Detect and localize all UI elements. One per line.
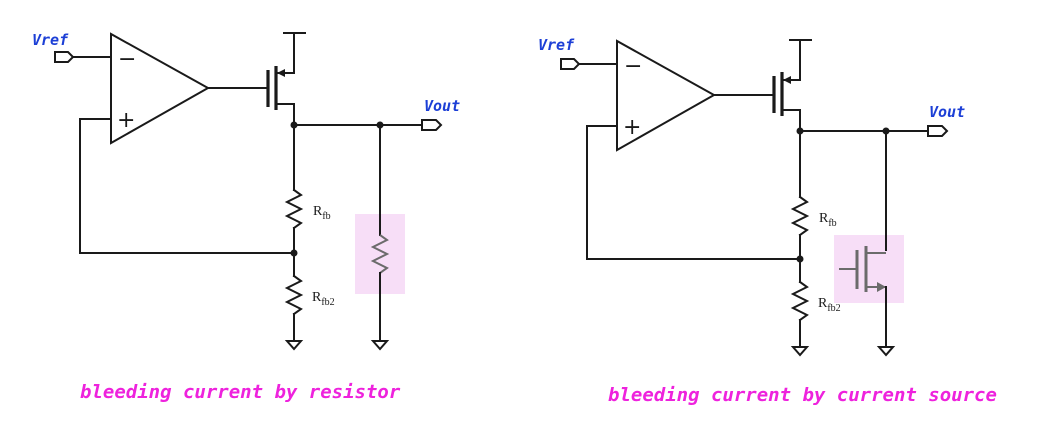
rfb2-label: Rfb2: [312, 290, 335, 308]
opamp-minus: −: [624, 54, 642, 79]
opamp-plus: +: [623, 115, 641, 140]
bleed-resistor-icon: [370, 234, 390, 274]
vout-port-icon: [421, 119, 443, 131]
right-circuit: Vref − + Vout Rfb: [538, 36, 997, 406]
opamp-icon: [616, 39, 717, 152]
vref-port-icon: [54, 51, 75, 63]
caption-left: bleeding current by resistor: [80, 381, 401, 403]
nmos-current-source-icon: [839, 246, 886, 292]
opamp-plus: +: [117, 108, 135, 133]
opamp-icon: [110, 32, 211, 145]
vref-label: Vref: [32, 31, 69, 49]
ground-icon: [876, 346, 896, 357]
feedback-wire: [79, 118, 295, 254]
rfb2-label: Rfb2: [818, 296, 841, 314]
rfb2-resistor-icon: [284, 252, 304, 342]
vout-label: Vout: [424, 97, 460, 115]
rfb-label: Rfb: [313, 204, 331, 222]
left-circuit: Vref − + Vout Rf: [32, 31, 460, 403]
rfb-resistor-icon: [284, 124, 304, 254]
vout-port-icon: [927, 125, 949, 137]
ground-icon: [284, 340, 304, 351]
rfb-resistor-icon: [790, 130, 810, 260]
rfb-label: Rfb: [819, 211, 837, 229]
opamp-minus: −: [118, 47, 136, 72]
rfb2-resistor-icon: [790, 258, 810, 348]
ground-icon: [790, 346, 810, 357]
caption-right: bleeding current by current source: [608, 384, 997, 406]
pmos-transistor-icon: [772, 39, 812, 132]
pmos-transistor-icon: [266, 32, 306, 126]
vref-label: Vref: [538, 36, 575, 54]
vref-port-icon: [560, 58, 581, 70]
vout-label: Vout: [929, 103, 965, 121]
ground-icon: [370, 340, 390, 351]
feedback-wire: [586, 125, 801, 260]
